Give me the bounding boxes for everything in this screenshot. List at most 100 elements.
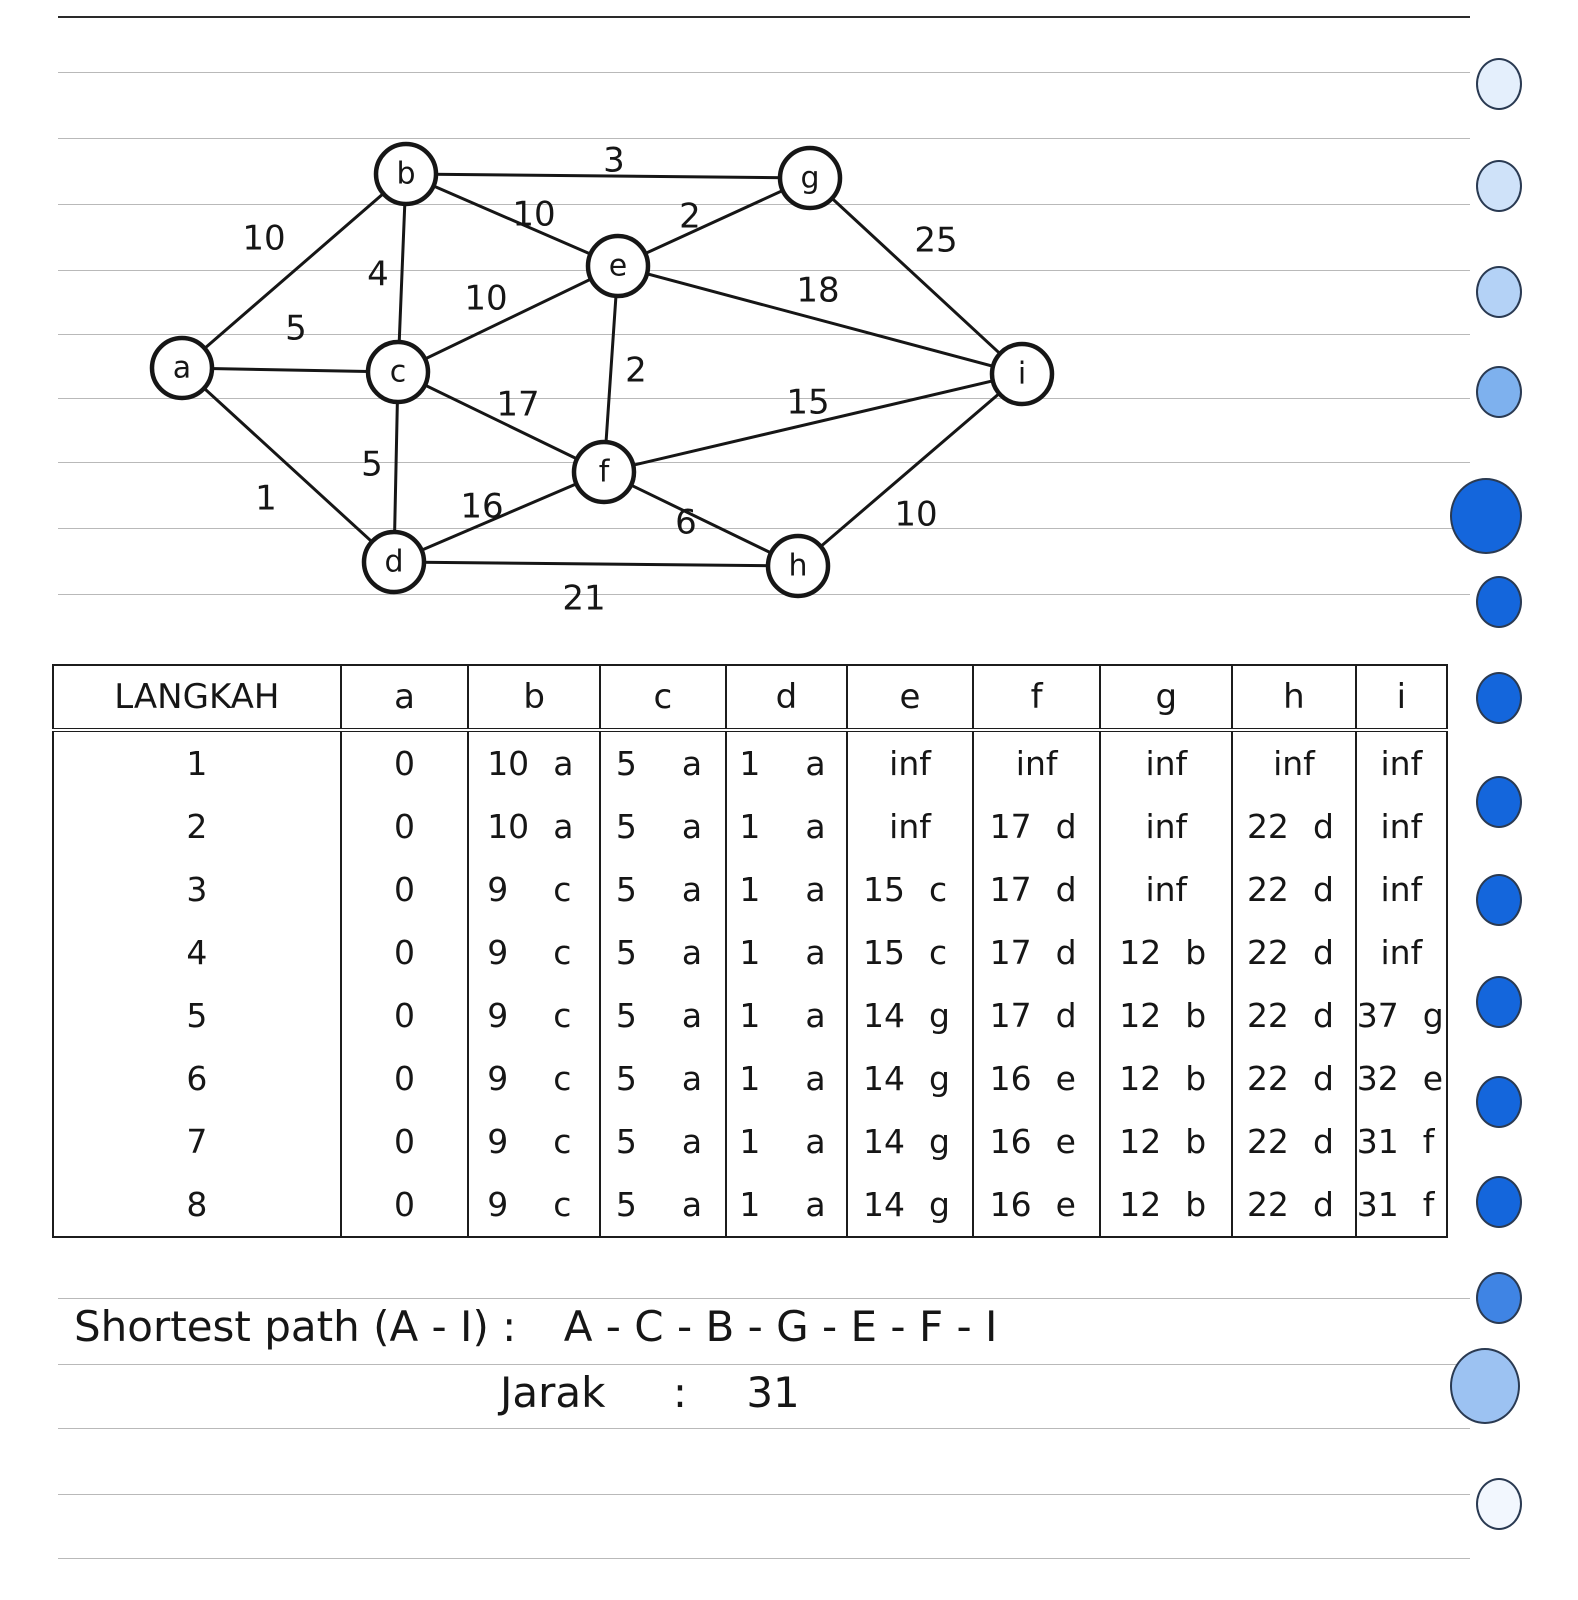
cell-langkah: 8: [52, 1173, 342, 1238]
binder-hole-icon: [1476, 1176, 1522, 1228]
cell-distance: 9: [487, 1185, 509, 1224]
cell-langkah: 3: [52, 858, 342, 921]
edge-d-h: [392, 560, 800, 568]
distance-line: Jarak : 31: [500, 1368, 800, 1417]
cell-distance: 1: [739, 744, 761, 783]
cell-distance: 17: [989, 996, 1032, 1035]
edge-b-c: [396, 172, 408, 374]
cell-predecessor: c: [553, 933, 572, 972]
cell-predecessor: a: [805, 1059, 826, 1098]
cell-predecessor: a: [805, 870, 826, 909]
cell-i: inf: [1354, 795, 1449, 858]
node-e: e: [585, 233, 651, 299]
ruled-line: [58, 462, 1470, 463]
cell-predecessor: a: [681, 933, 703, 972]
edge-weight-d-h: 21: [562, 579, 605, 619]
cell-distance: 12: [1119, 996, 1162, 1035]
edge-weight-e-g: 2: [679, 197, 701, 237]
cell-e: inf: [846, 730, 974, 795]
column-header-f: f: [971, 664, 1102, 732]
cell-langkah: 6: [52, 1047, 342, 1110]
cell-distance: 9: [487, 870, 509, 909]
edge-weight-c-d: 5: [361, 445, 383, 485]
cell-distance: 22: [1246, 1122, 1289, 1161]
edge-a-b: [180, 172, 408, 370]
cell-distance: 12: [1119, 1122, 1162, 1161]
edge-weight-f-h: 6: [675, 503, 697, 543]
shortest-path-value: A - C - B - G - E - F - I: [563, 1302, 998, 1351]
cell-predecessor: g: [929, 1122, 950, 1161]
cell-h: inf: [1231, 730, 1357, 795]
cell-distance: 10: [487, 744, 530, 783]
cell-predecessor: a: [681, 744, 703, 783]
edge-weight-g-i: 25: [914, 221, 957, 261]
cell-distance: 9: [487, 933, 509, 972]
cell-i: inf: [1354, 921, 1449, 984]
cell-predecessor: d: [1055, 807, 1077, 846]
cell-predecessor: b: [1185, 1059, 1207, 1098]
cell-predecessor: e: [1422, 1059, 1444, 1098]
node-label: i: [1018, 357, 1026, 392]
cell-predecessor: c: [553, 996, 572, 1035]
cell-f: 16 e: [971, 1047, 1102, 1110]
column-header-h: h: [1231, 664, 1357, 732]
cell-predecessor: a: [805, 1185, 826, 1224]
cell-predecessor: c: [553, 870, 572, 909]
cell-distance: 14: [863, 1185, 905, 1224]
cell-predecessor: b: [1185, 1122, 1207, 1161]
cell-distance: 5: [615, 744, 637, 783]
cell-distance: 5: [615, 1059, 637, 1098]
cell-distance: 14: [863, 996, 905, 1035]
cell-g: inf: [1099, 730, 1234, 795]
ruled-line: [58, 270, 1470, 271]
node-f: f: [571, 439, 637, 505]
ruled-line: [58, 16, 1470, 18]
cell-distance: 16: [989, 1185, 1032, 1224]
cell-distance: 1: [739, 1122, 761, 1161]
cell-distance: 15: [863, 870, 905, 909]
node-label: h: [788, 549, 807, 584]
column-header-b: b: [467, 664, 602, 732]
node-circle: [989, 341, 1055, 407]
node-circle: [777, 145, 843, 211]
binder-hole-icon: [1450, 478, 1522, 554]
cell-distance: 16: [989, 1059, 1032, 1098]
cell-distance: 12: [1119, 933, 1162, 972]
cell-predecessor: e: [1055, 1059, 1076, 1098]
edge-e-i: [616, 264, 1024, 376]
ruled-line: [58, 594, 1470, 595]
cell-g: 12 b: [1099, 1110, 1234, 1173]
cell-distance: 1: [739, 807, 761, 846]
cell-e: inf: [846, 795, 974, 858]
cell-distance: 5: [615, 1122, 637, 1161]
node-circle: [765, 533, 831, 599]
cell-a: 0: [339, 984, 470, 1047]
cell-predecessor: b: [1185, 1185, 1207, 1224]
ruled-line: [58, 1494, 1470, 1495]
binder-hole-icon: [1476, 874, 1522, 926]
cell-predecessor: d: [1055, 933, 1077, 972]
node-circle: [585, 233, 651, 299]
node-g: g: [777, 145, 843, 211]
cell-distance: 31: [1356, 1185, 1399, 1224]
edge-f-h: [602, 470, 800, 568]
cell-predecessor: d: [1055, 870, 1077, 909]
ruled-line: [58, 1298, 1470, 1299]
node-b: b: [373, 141, 439, 207]
